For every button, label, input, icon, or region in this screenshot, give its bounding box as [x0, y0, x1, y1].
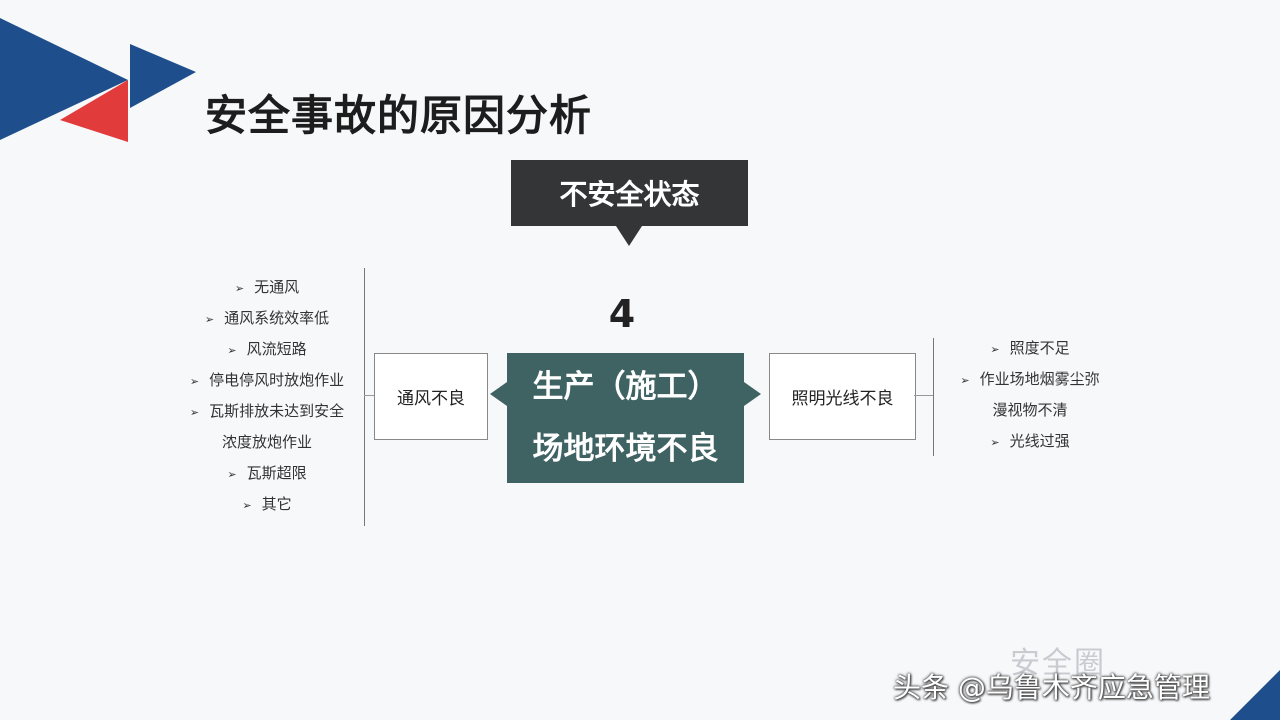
bullet-arrow-icon: ➢	[227, 468, 237, 481]
left-list-item: 浓度放炮作业	[172, 427, 362, 458]
left-list-item-text: 无通风	[254, 278, 300, 296]
arrow-left-icon	[490, 382, 507, 406]
left-list-item: ➢ 停电停风时放炮作业	[172, 365, 362, 396]
page-title: 安全事故的原因分析	[205, 91, 593, 140]
center-box: 生产（施工） 场地环境不良	[507, 353, 744, 483]
center-line-1: 生产（施工）	[532, 369, 719, 405]
left-list-item: ➢ 瓦斯超限	[172, 458, 362, 489]
right-list-item-text: 光线过强	[1009, 432, 1070, 450]
left-list-item-text: 通风系统效率低	[224, 309, 330, 327]
callout-pointer	[616, 226, 642, 246]
right-connector-line	[914, 395, 933, 396]
right-list-item: 漫视物不清	[940, 395, 1120, 426]
right-list-item: ➢ 光线过强	[940, 426, 1120, 457]
right-item-list: ➢ 照度不足 ➢ 作业场地烟雾尘弥漫视物不清 ➢ 光线过强	[940, 333, 1120, 457]
callout-box: 不安全状态	[511, 160, 748, 226]
right-list-item-text: 照度不足	[1009, 339, 1070, 357]
left-list-item: ➢ 风流短路	[172, 334, 362, 365]
watermark-faint: 安全圈	[1010, 646, 1106, 681]
left-list-item: ➢ 通风系统效率低	[172, 303, 362, 334]
bullet-arrow-icon: ➢	[189, 375, 200, 388]
right-factor-box: 照明光线不良	[769, 353, 916, 440]
left-list-item: ➢ 无通风	[172, 272, 362, 303]
bullet-arrow-icon: ➢	[960, 374, 970, 387]
bullet-arrow-icon: ➢	[990, 436, 1000, 449]
corner-decoration	[1230, 670, 1280, 720]
left-list-item-text: 瓦斯排放未达到安全	[209, 402, 345, 420]
left-factor-box: 通风不良	[374, 353, 488, 440]
left-item-list: ➢ 无通风 ➢ 通风系统效率低 ➢ 风流短路 ➢ 停电停风时放炮作业 ➢ 瓦斯排放未达到安全浓度放…	[172, 272, 362, 520]
left-list-item-text: 瓦斯超限	[246, 464, 307, 482]
left-list-item: ➢ 其它	[172, 489, 362, 520]
left-list-item: ➢ 瓦斯排放未达到安全	[172, 396, 362, 427]
watermark-main: 头条 @乌鲁木齐应急管理	[893, 671, 1210, 704]
corner-triangles-decoration	[0, 18, 196, 142]
left-connector-line	[364, 395, 374, 396]
bullet-arrow-icon: ➢	[204, 313, 215, 326]
right-list-item: ➢ 作业场地烟雾尘弥	[940, 364, 1120, 395]
right-bracket-line	[933, 338, 934, 456]
arrow-right-icon	[744, 382, 761, 406]
bullet-arrow-icon: ➢	[990, 343, 1000, 356]
left-list-item-text: 停电停风时放炮作业	[209, 371, 345, 389]
bullet-arrow-icon: ➢	[234, 282, 245, 295]
right-list-item-text: 漫视物不清	[992, 401, 1068, 419]
left-bracket-line	[364, 268, 365, 526]
bullet-arrow-icon: ➢	[227, 344, 237, 357]
left-list-item-text: 浓度放炮作业	[221, 433, 312, 451]
right-list-item: ➢ 照度不足	[940, 333, 1120, 364]
center-line-2: 场地环境不良	[532, 431, 719, 467]
left-list-item-text: 风流短路	[246, 340, 307, 358]
factor-number: 4	[608, 292, 636, 336]
bullet-arrow-icon: ➢	[189, 406, 200, 419]
bullet-arrow-icon: ➢	[242, 499, 252, 512]
left-list-item-text: 其它	[261, 495, 292, 513]
right-list-item-text: 作业场地烟雾尘弥	[979, 370, 1100, 388]
